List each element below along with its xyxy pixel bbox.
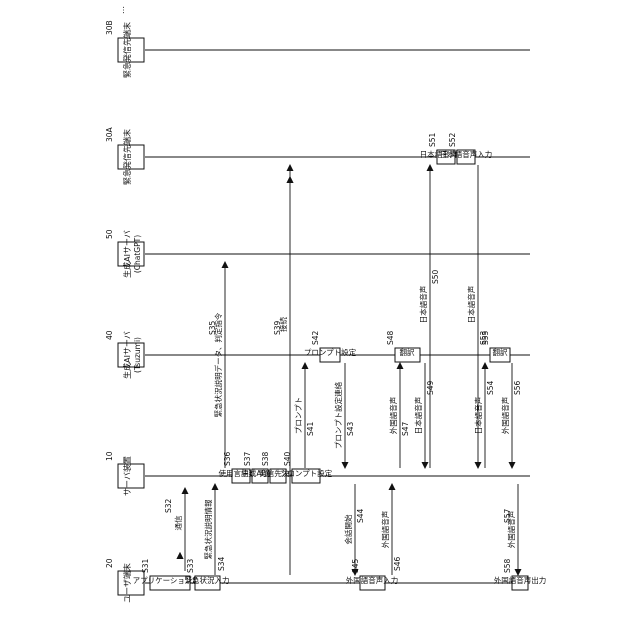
message-label-s53: 日本語音声: [466, 286, 476, 324]
message-label-s46: 外国語音声: [380, 511, 390, 549]
step-label-s48: 翻訳: [400, 347, 415, 357]
step-ref-s51: S51: [428, 132, 437, 147]
participant-name: 生成AIサーバ: [122, 230, 132, 278]
step-ref-s46: S46: [393, 556, 402, 571]
participant-chatgpt: 生成AIサーバ(ChatGPT) 50: [105, 229, 144, 278]
step-ref-s50: S50: [431, 269, 440, 284]
message-label-s50: 日本語音声: [418, 286, 428, 324]
participant-ref: 40: [105, 330, 114, 340]
participant-ref: 10: [105, 451, 114, 461]
step-ref-s34: S34: [217, 556, 226, 571]
step-ref-s54: S54: [486, 380, 495, 395]
step-ref-s41: S41: [306, 421, 315, 436]
step-ref-s56: S56: [513, 380, 522, 395]
step-ref-s57: S57: [503, 508, 512, 523]
message-label-s32: 通信: [173, 515, 183, 530]
step-ref-s33: S33: [186, 558, 195, 573]
participant-dest_b: 緊急発信先端末 30B: [105, 20, 144, 78]
message-label-s44: 会話開始: [343, 514, 353, 544]
message-label-s41: プロンプト: [294, 397, 303, 434]
message-label-s47: 外国語音声: [388, 397, 398, 435]
step-label-s55: 翻訳: [493, 347, 508, 357]
step-ref-s43: S43: [346, 421, 355, 436]
participant-sub: (Tsuzumi): [133, 337, 142, 373]
step-ref-s40: S40: [283, 451, 292, 466]
step-ref-s31: S31: [141, 558, 150, 573]
rotated-diagram: ユーザ端末20サーバ装置10生成AIサーバ(Tsuzumi)40生成AIサーバ(…: [105, 6, 546, 603]
message-label-s56: 外国語音声: [500, 397, 510, 435]
step-ref-s36: S36: [223, 451, 232, 466]
participant-name: ユーザ端末: [122, 563, 132, 603]
step-label-s52: 日本語音声入力: [440, 149, 493, 159]
message-label-s54: 日本語音声: [473, 397, 483, 435]
participant-sub: (ChatGPT): [133, 235, 142, 273]
participant-dest_a: 緊急発信先端末 30A: [105, 126, 144, 185]
step-ref-s44: S44: [356, 508, 365, 523]
ellipsis: …: [117, 6, 126, 14]
step-ref-s32: S32: [164, 498, 173, 513]
step-label-s42: プロンプト設定: [304, 347, 357, 357]
step-ref-s48: S48: [386, 330, 395, 345]
participant-ref: 30A: [105, 126, 114, 142]
step-label-s45: 外国語音声入力: [346, 575, 399, 585]
step-ref-s42: S42: [311, 330, 320, 345]
step-ref-s55: S55: [481, 330, 490, 345]
step-ref-s35: S35: [208, 320, 217, 335]
participant-name: サーバ装置: [122, 456, 132, 496]
participant-name: 緊急発信先端末: [122, 22, 132, 78]
step-ref-s58: S58: [503, 558, 512, 573]
step-ref-s45: S45: [351, 558, 360, 573]
message-label-s43: プロンプト設定連絡: [333, 381, 343, 449]
step-ref-s38: S38: [261, 451, 270, 466]
participant-ref: 50: [105, 229, 114, 239]
participant-name: 生成AIサーバ: [122, 331, 132, 379]
message-label-s49: 日本語音声: [413, 397, 423, 435]
participant-server: サーバ装置 10: [105, 451, 144, 496]
participant-ref: 30B: [105, 20, 114, 35]
step-ref-s52: S52: [448, 132, 457, 147]
message-label-s34: 緊急状況説明情報: [203, 499, 213, 559]
step-ref-s39: S39: [273, 320, 282, 335]
step-label-s58: 外国語音声出力: [494, 575, 547, 585]
step-label-s40: プロンプト設定: [280, 468, 333, 478]
step-ref-s49: S49: [426, 380, 435, 395]
step-label-s33: 緊急状況入力: [185, 575, 230, 585]
participant-ref: 20: [105, 558, 114, 568]
participant-name: 緊急発信先端末: [122, 129, 132, 185]
step-ref-s47: S47: [401, 421, 410, 436]
step-ref-s37: S37: [243, 451, 252, 466]
participant-tsuzumi: 生成AIサーバ(Tsuzumi) 40: [105, 330, 144, 379]
